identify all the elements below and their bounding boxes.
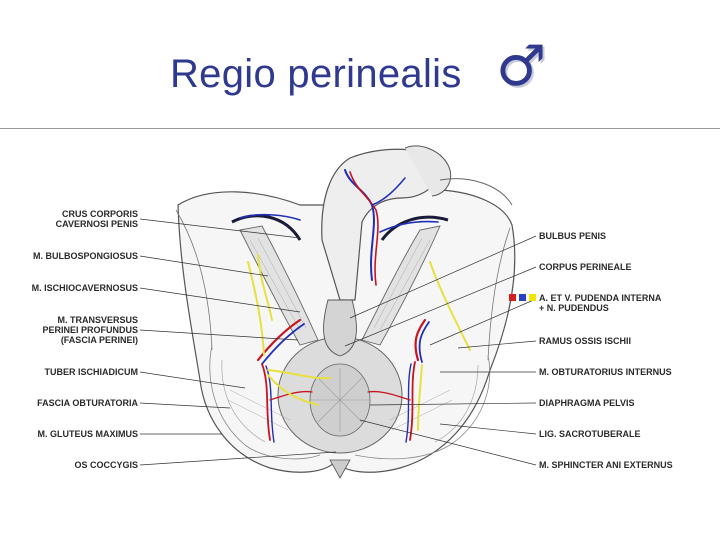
vessel-nerve-legend — [509, 294, 536, 301]
legend-artery-swatch — [509, 294, 516, 301]
legend-nerve-swatch — [529, 294, 536, 301]
legend-vein-swatch — [519, 294, 526, 301]
